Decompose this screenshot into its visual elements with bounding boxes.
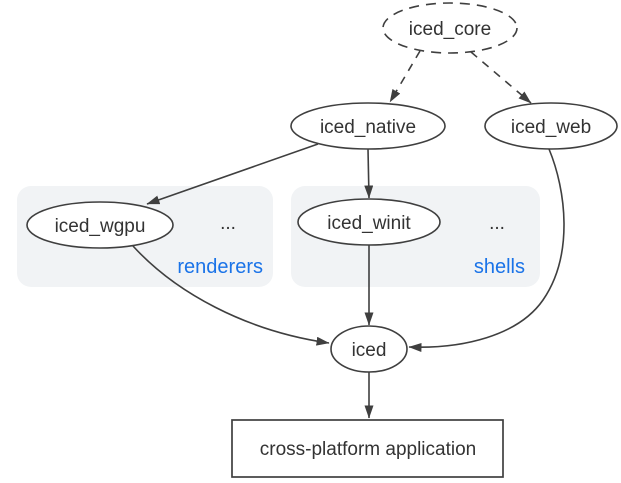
node-iced-core-shape (382, 2, 518, 54)
node-iced-web: iced_web (484, 102, 618, 150)
node-iced-native-shape (290, 102, 446, 150)
node-iced-native-label: iced_native (320, 117, 416, 138)
edge-iced-core-to-iced-web (470, 51, 532, 104)
node-iced-core-label: iced_core (409, 19, 491, 40)
edge-iced-web-to-iced (408, 148, 565, 352)
node-iced-shape (330, 325, 408, 373)
group-renderers-ellipsis: ... (220, 213, 236, 234)
edge-iced-wgpu-to-iced (132, 245, 330, 346)
group-renderers-label: renderers (177, 256, 263, 278)
node-iced-wgpu-shape (26, 201, 174, 249)
node-iced-wgpu: iced_wgpu (26, 201, 174, 249)
node-iced: iced (330, 325, 408, 373)
edge-iced-native-to-iced-winit (364, 148, 374, 199)
node-iced-winit: iced_winit (297, 198, 441, 246)
node-cross-platform-application: cross-platform application (231, 419, 504, 478)
node-iced-winit-shape (297, 198, 441, 246)
node-iced-web-label: iced_web (511, 117, 591, 138)
node-iced-core: iced_core (382, 2, 518, 54)
node-iced-wgpu-label: iced_wgpu (55, 216, 146, 237)
node-iced-native: iced_native (290, 102, 446, 150)
node-iced-web-shape (484, 102, 618, 150)
node-cross-platform-application-label: cross-platform application (260, 439, 476, 460)
group-shells-label: shells (474, 256, 525, 278)
group-shells-ellipsis: ... (489, 213, 505, 234)
node-cross-platform-application-shape (231, 419, 504, 478)
node-iced-winit-label: iced_winit (327, 213, 411, 234)
node-iced-label: iced (352, 340, 387, 361)
edge-iced-core-to-iced-native (389, 50, 421, 103)
edge-iced-native-to-iced-wgpu (146, 143, 319, 205)
